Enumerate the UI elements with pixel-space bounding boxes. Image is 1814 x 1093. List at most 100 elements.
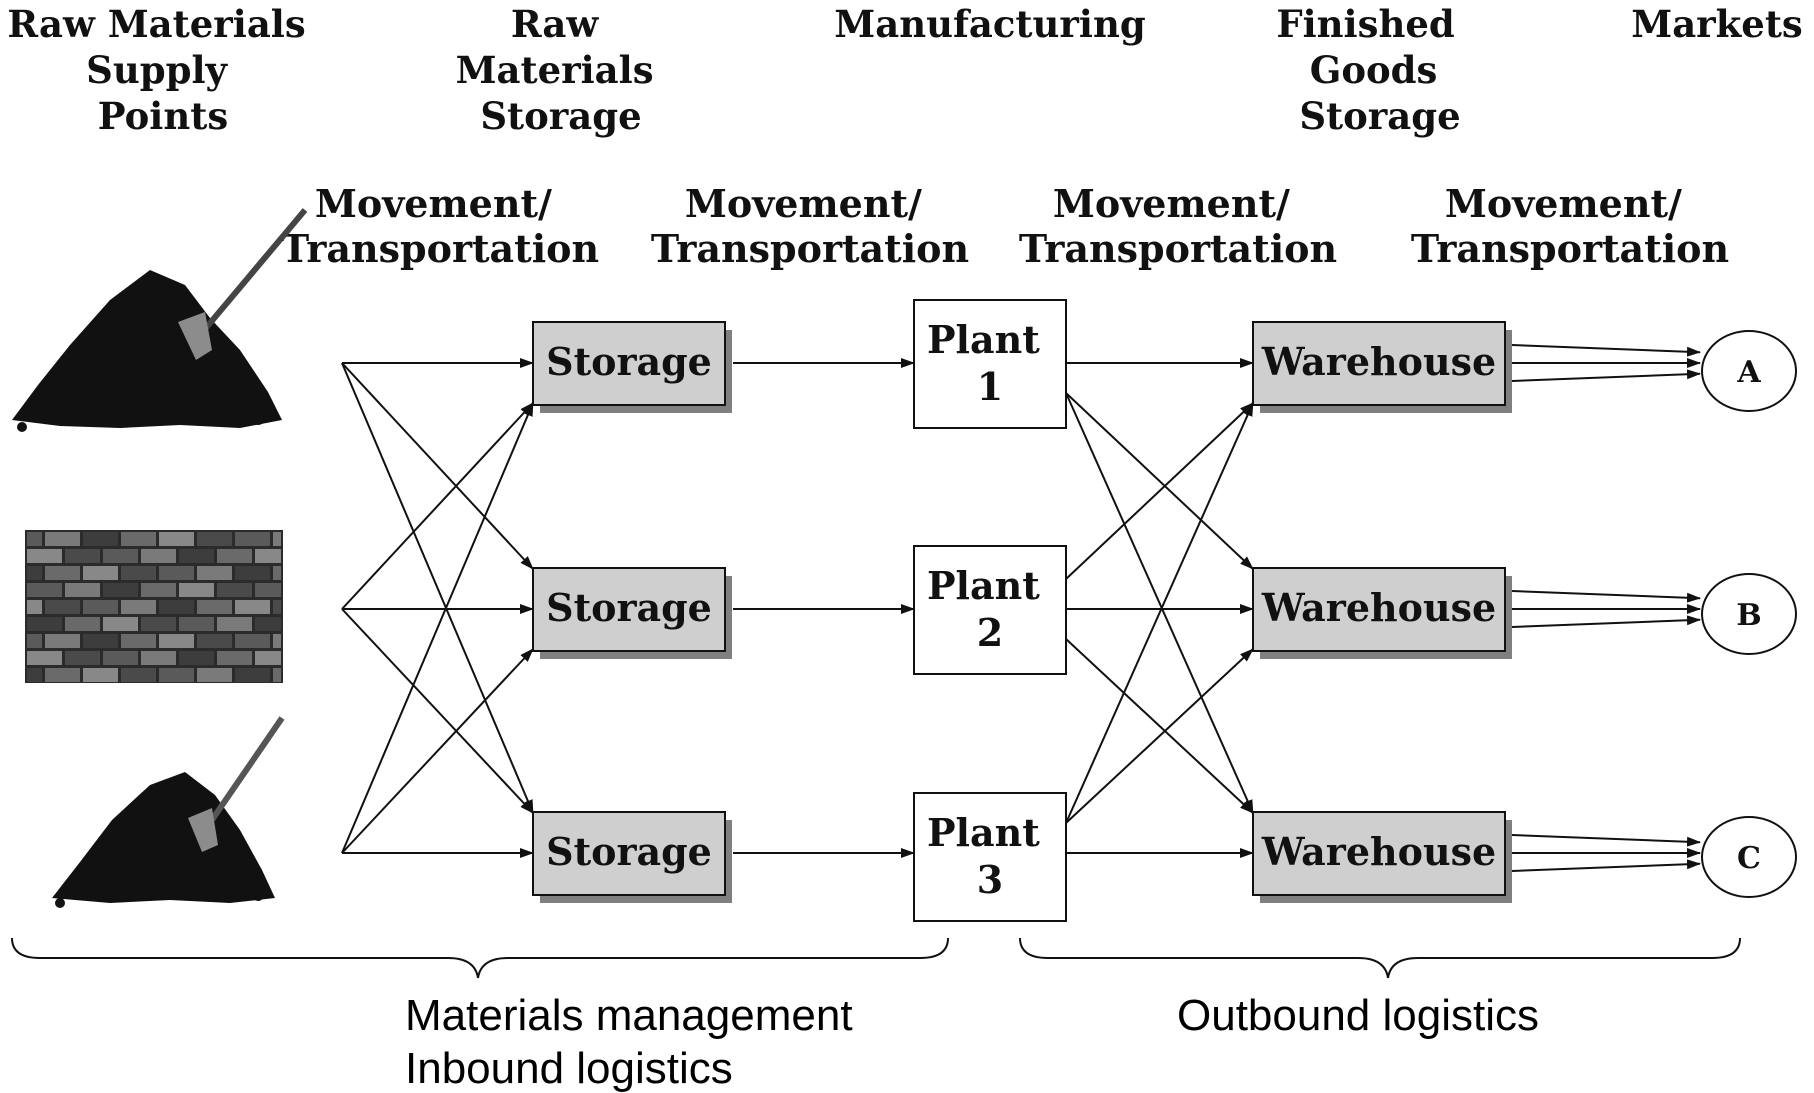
arrow-warehouse-1-to-market-3 <box>1511 369 1701 382</box>
brick <box>65 549 100 563</box>
arrow-warehouse-1-to-market-1 <box>1511 344 1701 357</box>
warehouse-box-2: Warehouse <box>1252 567 1512 659</box>
market-b: B <box>1701 573 1797 655</box>
header-manufacturing: Manufacturing <box>834 2 1145 46</box>
brick <box>121 668 156 682</box>
arrow-plant-3-to-warehouse-2 <box>1065 648 1254 824</box>
plant-box-1: Plant 1 <box>913 299 1067 429</box>
brick <box>83 634 118 648</box>
arrow-plant-1-to-warehouse-2 <box>1065 392 1254 570</box>
brick <box>121 566 156 580</box>
ore-pile-icon <box>52 716 285 908</box>
brick <box>197 634 232 648</box>
market-label: C <box>1737 841 1761 876</box>
storage-box-3: Storage <box>532 811 732 903</box>
brick <box>217 549 252 563</box>
brick <box>83 566 118 580</box>
arrow-plant-3-to-warehouse-1 <box>1065 402 1254 824</box>
arrow-warehouse-2-to-market-1 <box>1511 590 1701 603</box>
brick <box>27 634 42 648</box>
brick <box>235 634 270 648</box>
arrow-supply-1-to-storage-3 <box>341 362 534 814</box>
market-label: B <box>1736 598 1761 633</box>
brick <box>217 583 252 597</box>
brick <box>27 532 42 546</box>
brick <box>141 549 176 563</box>
brick <box>141 617 176 631</box>
movement-label-2: Movement/ Transportation <box>651 181 969 271</box>
brick <box>197 600 232 614</box>
brick <box>255 617 281 631</box>
header-finished-goods-storage: Finished Goods Storage <box>1276 2 1467 138</box>
brick <box>45 532 80 546</box>
brick <box>197 566 232 580</box>
brick <box>159 532 194 546</box>
brick <box>45 600 80 614</box>
plant-label: Plant 3 <box>927 810 1053 902</box>
brace-outbound <box>1019 937 1741 979</box>
brick <box>273 634 281 648</box>
arrow-plant-2-to-warehouse-1 <box>1065 402 1254 580</box>
brick <box>45 634 80 648</box>
plant-box-3: Plant 3 <box>913 792 1067 922</box>
brace-label-outbound: Outbound logistics <box>1177 991 1539 1040</box>
brick <box>65 617 100 631</box>
brick <box>179 617 214 631</box>
brick <box>273 668 281 682</box>
movement-label-4: Movement/ Transportation <box>1411 181 1729 271</box>
plant-box-2: Plant 2 <box>913 545 1067 675</box>
arrow-warehouse-2-to-market-3 <box>1511 615 1701 628</box>
brick <box>27 566 42 580</box>
brick <box>255 651 281 665</box>
brick <box>27 651 62 665</box>
brick <box>235 668 270 682</box>
storage-label: Storage <box>546 339 712 384</box>
market-c: C <box>1701 816 1797 898</box>
market-a: A <box>1701 330 1797 412</box>
arrow-supply-3-to-storage-2 <box>341 648 534 854</box>
brick <box>159 634 194 648</box>
brace-label-inbound: Materials management Inbound logistics <box>405 991 865 1093</box>
plant-label: Plant 1 <box>927 317 1053 409</box>
brick <box>121 532 156 546</box>
arrow-plant-2-to-warehouse-3 <box>1065 638 1254 814</box>
brick <box>141 583 176 597</box>
brick <box>159 600 194 614</box>
warehouse-label: Warehouse <box>1261 339 1496 384</box>
arrow-warehouse-3-to-market-3 <box>1511 859 1701 872</box>
header-raw-materials-storage: Raw Materials Storage <box>456 2 667 138</box>
brick <box>103 617 138 631</box>
storage-box-1: Storage <box>532 321 732 413</box>
brick <box>217 617 252 631</box>
warehouse-label: Warehouse <box>1261 585 1496 630</box>
brick <box>27 549 62 563</box>
storage-label: Storage <box>546 829 712 874</box>
brick <box>83 532 118 546</box>
brick-wall-icon <box>25 530 283 683</box>
brick <box>197 668 232 682</box>
brick <box>217 651 252 665</box>
brick <box>197 532 232 546</box>
warehouse-label: Warehouse <box>1261 829 1496 874</box>
brick <box>27 583 62 597</box>
market-label: A <box>1736 355 1761 390</box>
flow-arrows <box>341 344 1701 872</box>
brick <box>103 651 138 665</box>
brick <box>159 668 194 682</box>
arrow-supply-1-to-storage-2 <box>341 362 534 570</box>
brick <box>65 651 100 665</box>
brick <box>159 566 194 580</box>
header-supply-points: Raw Materials Supply Points <box>7 2 318 138</box>
brick <box>273 532 281 546</box>
plant-label: Plant 2 <box>927 563 1053 655</box>
brick <box>255 583 281 597</box>
brick <box>255 549 281 563</box>
arrow-plant-1-to-warehouse-3 <box>1065 392 1254 814</box>
arrow-supply-2-to-storage-1 <box>341 402 534 610</box>
brick <box>83 668 118 682</box>
brick <box>179 549 214 563</box>
brick <box>83 600 118 614</box>
brick <box>235 600 270 614</box>
